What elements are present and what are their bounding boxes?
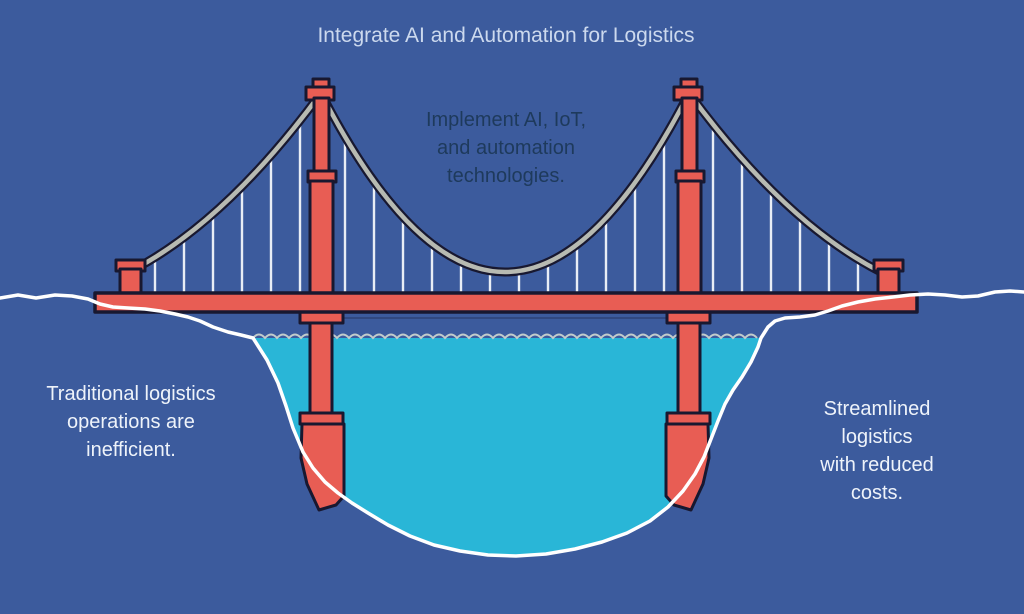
left-pier-base-collar [298, 411, 345, 426]
left-pier-column [308, 321, 334, 416]
right-tower-pier [664, 310, 712, 512]
right-tower-upper-column [680, 96, 699, 176]
shoreline [0, 289, 1024, 558]
center-label: Implement AI, IoT, and automation techno… [425, 109, 587, 187]
right-pier-column [676, 321, 702, 416]
water-basin [253, 338, 761, 556]
right-label: Streamlined logistics with reduced costs… [820, 398, 934, 504]
left-tower-upper-column [312, 96, 331, 176]
right-tower [672, 77, 706, 296]
bridge-deck [93, 291, 919, 314]
left-anchor-pylon [114, 258, 147, 298]
waterline-waves [252, 333, 758, 340]
left-tower [304, 77, 338, 296]
left-pier-foundation [299, 422, 346, 512]
left-label: Traditional logistics operations are ine… [46, 383, 216, 461]
right-tower-lower-column [676, 179, 703, 296]
right-pier-foundation [664, 422, 711, 512]
suspender-cables [153, 120, 860, 296]
diagram-title: Integrate AI and Automation for Logistic… [317, 24, 695, 47]
left-tower-lower-column [308, 179, 335, 296]
right-anchor-pylon [872, 258, 905, 298]
main-cable [129, 88, 881, 275]
right-pier-base-collar [665, 411, 712, 426]
